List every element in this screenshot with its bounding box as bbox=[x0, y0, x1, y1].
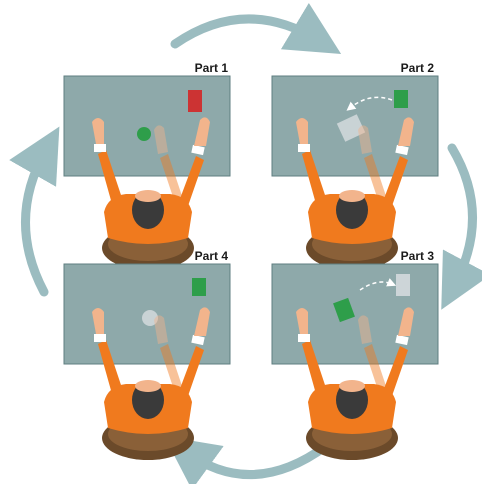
panel-part-4: Part 4 bbox=[64, 249, 230, 460]
panel-label: Part 3 bbox=[401, 249, 435, 263]
panel-label: Part 4 bbox=[195, 249, 229, 263]
cycle-arrow-bottom bbox=[186, 446, 326, 475]
panel-label: Part 2 bbox=[401, 61, 435, 75]
green-ball bbox=[137, 127, 151, 141]
green-card bbox=[394, 90, 408, 108]
green-card bbox=[192, 278, 206, 296]
panel-part-3: Part 3 bbox=[272, 249, 438, 460]
panel-label: Part 1 bbox=[195, 61, 229, 75]
ghost-card bbox=[396, 274, 410, 296]
red-card bbox=[188, 90, 202, 112]
cycle-arrow-top bbox=[175, 19, 318, 44]
panel-part-2: Part 2 bbox=[272, 61, 438, 270]
cycle-arrow-right bbox=[452, 148, 473, 286]
cycle-arrow-left bbox=[25, 150, 46, 292]
panel-part-1: Part 1 bbox=[64, 61, 230, 270]
